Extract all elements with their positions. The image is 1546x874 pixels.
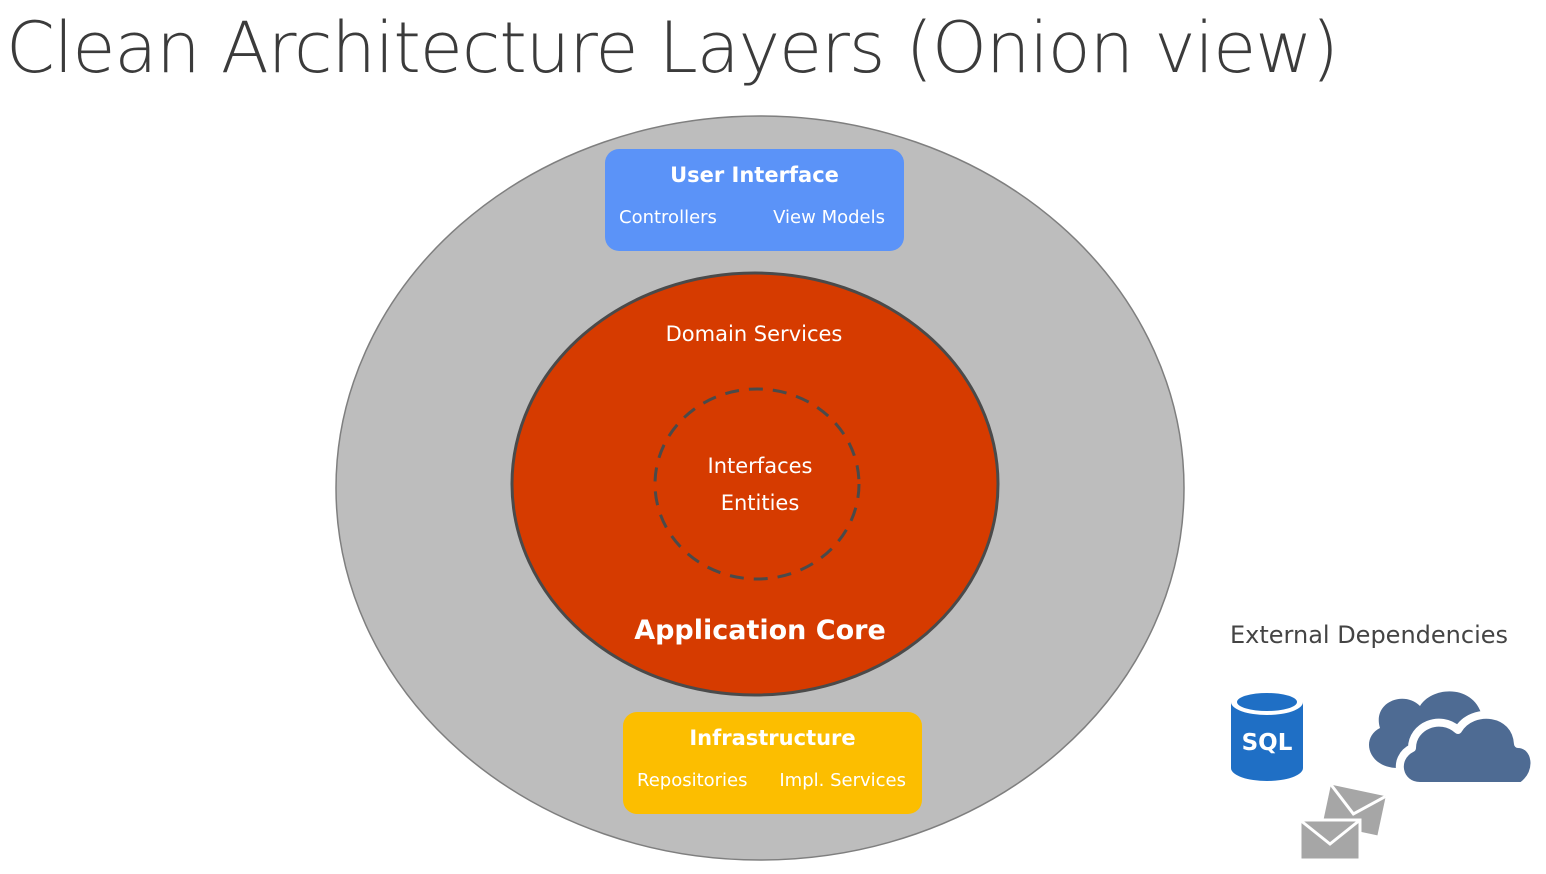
cloud-icon	[1368, 691, 1539, 790]
infrastructure-title: Infrastructure	[689, 726, 856, 750]
user-interface-layer: User Interface Controllers View Models	[605, 149, 904, 251]
infrastructure-layer: Infrastructure Repositories Impl. Servic…	[623, 712, 922, 814]
infrastructure-item-impl-services: Impl. Services	[779, 770, 906, 791]
user-interface-title: User Interface	[670, 163, 839, 187]
mail-icon	[1298, 783, 1387, 862]
user-interface-item-view-models: View Models	[773, 207, 885, 228]
application-core-label: Application Core	[634, 615, 886, 646]
domain-services-label: Domain Services	[665, 322, 843, 346]
entities-label: Entities	[720, 491, 800, 515]
database-icon: SQL	[1231, 689, 1303, 781]
inner-core-dashed-circle	[653, 387, 861, 581]
user-interface-item-controllers: Controllers	[619, 207, 717, 228]
infrastructure-item-repositories: Repositories	[637, 770, 748, 791]
interfaces-label: Interfaces	[707, 454, 813, 478]
page-title: Clean Architecture Layers (Onion view)	[6, 7, 1339, 89]
application-core-ellipse	[510, 271, 1000, 697]
database-icon-label: SQL	[1242, 730, 1293, 756]
external-dependencies-label: External Dependencies	[1230, 621, 1509, 649]
